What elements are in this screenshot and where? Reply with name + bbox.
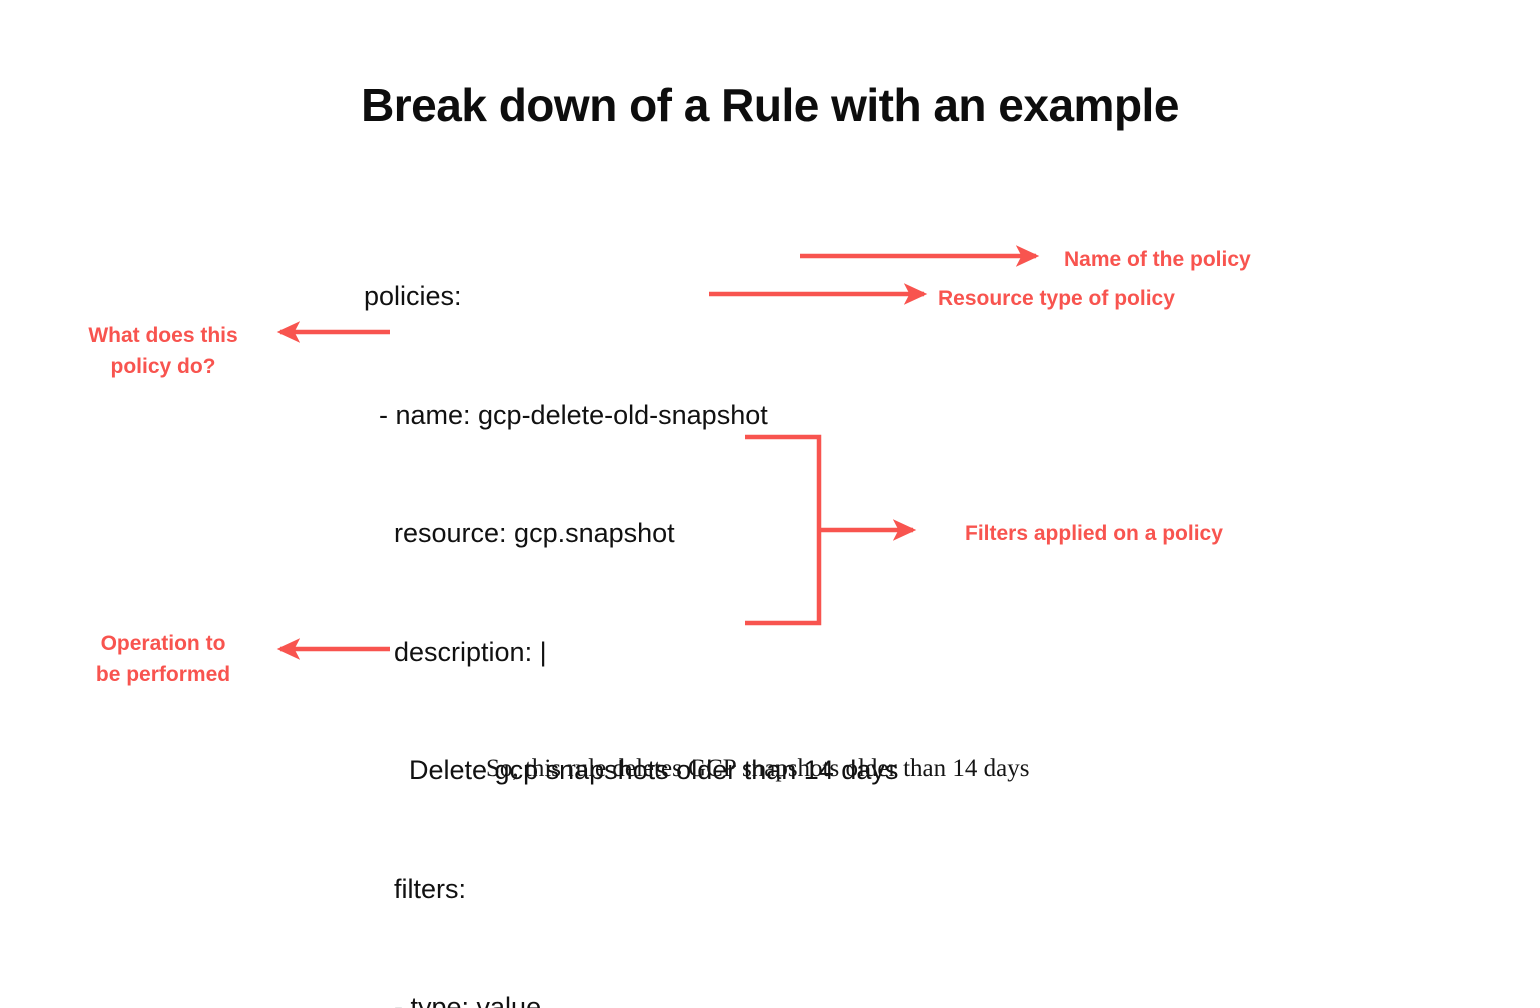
yaml-line-policies: policies: [364,281,462,311]
yaml-policy-block: policies: - name: gcp-delete-old-snapsho… [364,198,898,1008]
annotation-label-name-of-policy: Name of the policy [1064,248,1251,271]
yaml-line-name: - name: gcp-delete-old-snapshot [364,399,768,430]
annotation-label-resource-type: Resource type of policy [938,287,1175,310]
summary-caption: So, this rule deletes GCP snapshots olde… [486,755,1030,782]
yaml-line-filters: filters: [364,873,467,904]
page-title: Break down of a Rule with an example [361,79,1179,131]
yaml-line-description: description: | [364,636,547,667]
yaml-line-resource: resource: gcp.snapshot [364,518,675,548]
annotation-label-operation-to-be-performed: Operation to be performed [95,632,231,686]
yaml-line-filter-type: - type: value [364,992,542,1008]
annotation-label-filters-applied: Filters applied on a policy [965,522,1223,545]
annotation-label-what-does-this-policy-do: What does this policy do? [88,324,238,378]
yaml-line-description-value: Delete gcp snapshots older than 14 days [364,755,899,785]
